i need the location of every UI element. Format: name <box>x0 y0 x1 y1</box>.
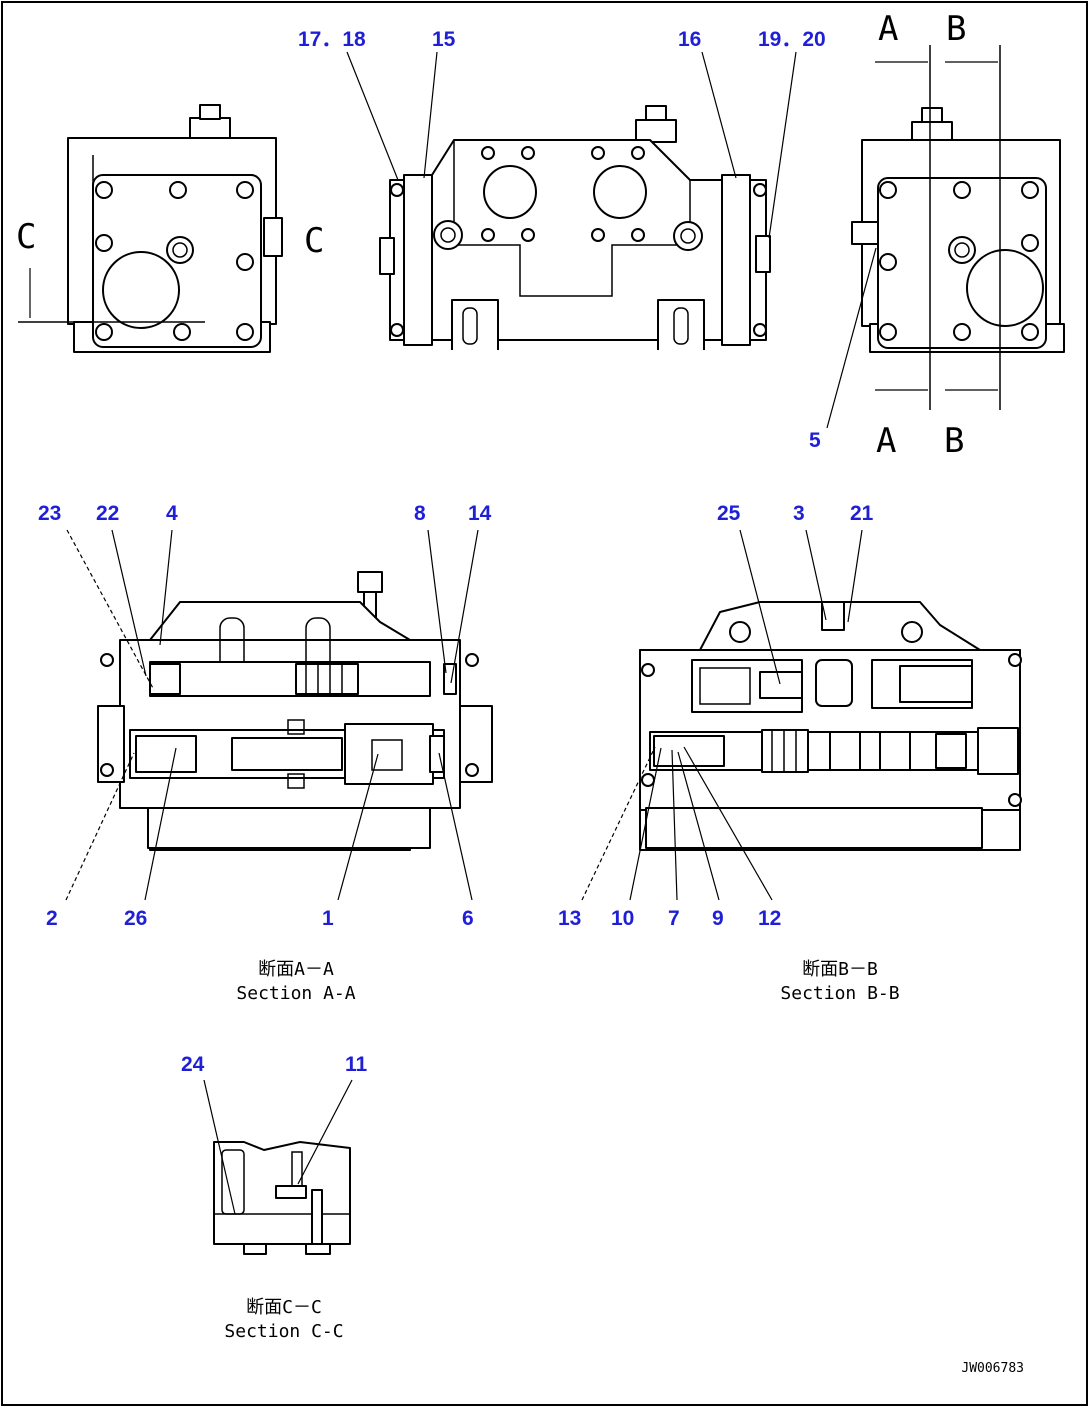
callout-7: 7 <box>668 907 680 930</box>
cut-mark-a-top: A <box>878 9 898 49</box>
section-c-c <box>213 1141 351 1255</box>
callout-26: 26 <box>124 907 147 930</box>
callout-6: 6 <box>462 907 474 930</box>
callout-23: 23 <box>38 502 61 525</box>
callout-16: 16 <box>678 28 701 51</box>
cut-marks: C C A B A B <box>16 9 966 461</box>
caption-b-b-jp: 断面B－B <box>802 959 878 980</box>
callout-15: 15 <box>432 28 456 51</box>
callout-numbers: 17．18 15 16 19．20 5 23 22 4 8 14 2 26 1 … <box>38 28 874 1076</box>
callout-2: 2 <box>46 907 58 930</box>
cut-mark-b-bottom: B <box>944 421 964 461</box>
callout-1: 1 <box>322 907 334 930</box>
drawing-code: JW006783 <box>961 1361 1024 1376</box>
callout-24: 24 <box>181 1053 205 1076</box>
section-b-b <box>639 601 1022 851</box>
cut-mark-c-right: C <box>304 221 324 261</box>
callout-14: 14 <box>468 502 492 525</box>
left-side-view <box>18 104 283 353</box>
cut-mark-c-left: C <box>16 217 36 257</box>
caption-a-a-jp: 断面A－A <box>258 959 334 980</box>
section-captions: 断面A－A Section A-A 断面B－B Section B-B 断面C－… <box>224 959 899 1342</box>
front-view <box>379 105 771 350</box>
callout-10: 10 <box>611 907 634 930</box>
caption-b-b-en: Section B-B <box>780 983 899 1004</box>
callout-5: 5 <box>809 429 821 452</box>
callout-9: 9 <box>712 907 724 930</box>
callout-12: 12 <box>758 907 781 930</box>
callout-19-20: 19．20 <box>758 28 826 51</box>
callout-13: 13 <box>558 907 581 930</box>
caption-c-c-jp: 断面C－C <box>246 1297 322 1318</box>
callout-4: 4 <box>166 502 178 525</box>
section-a-a <box>97 571 493 851</box>
callout-8: 8 <box>414 502 426 525</box>
callout-17-18: 17．18 <box>298 28 366 51</box>
leader-lines <box>65 51 877 1215</box>
callout-22: 22 <box>96 502 119 525</box>
callout-11: 11 <box>345 1053 368 1076</box>
caption-a-a-en: Section A-A <box>236 983 355 1004</box>
cut-mark-b-top: B <box>946 9 966 49</box>
right-side-view <box>851 45 1065 410</box>
caption-c-c-en: Section C-C <box>224 1321 343 1342</box>
callout-21: 21 <box>850 502 874 525</box>
callout-25: 25 <box>717 502 741 525</box>
cut-mark-a-bottom: A <box>876 421 896 461</box>
callout-3: 3 <box>793 502 805 525</box>
